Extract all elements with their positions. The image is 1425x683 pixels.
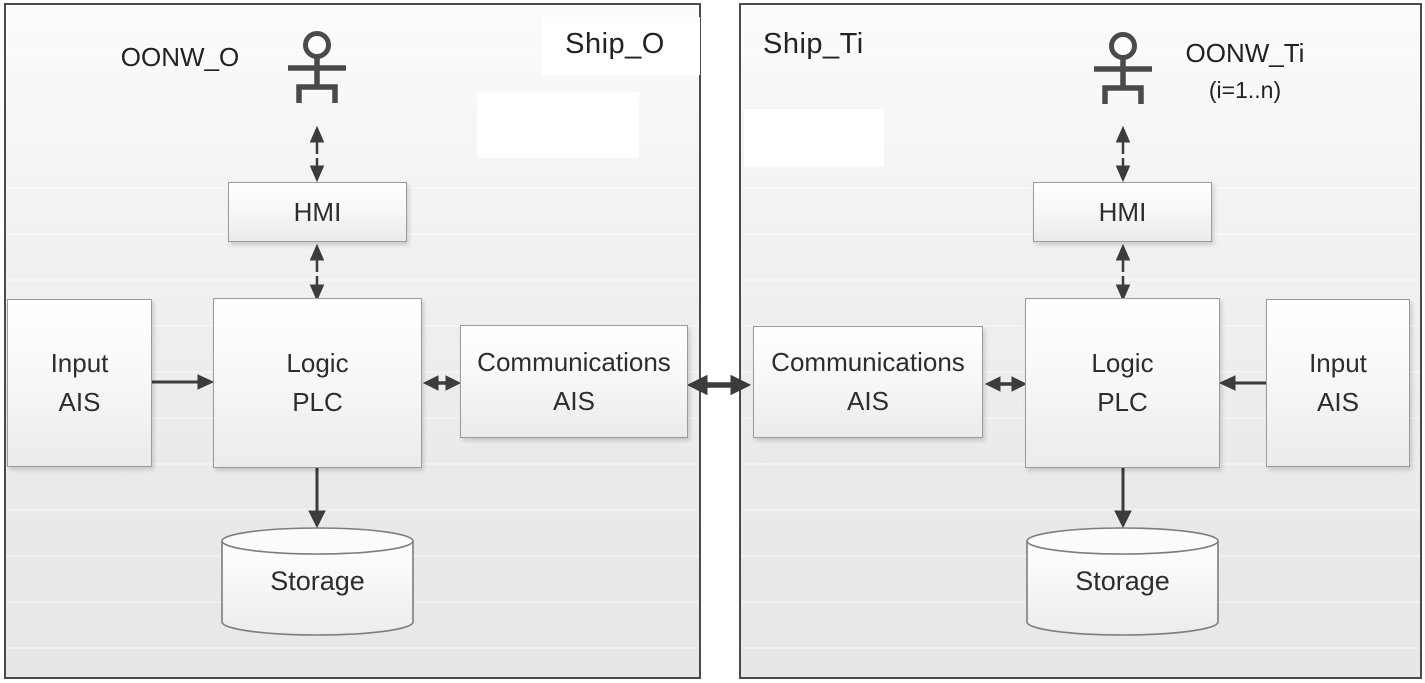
input-ais-box-left: Input AIS	[7, 299, 152, 467]
logic-plc-box-right: Logic PLC	[1025, 298, 1220, 468]
input-ais-line1: Input	[1309, 348, 1367, 378]
logic-plc-box-left: Logic PLC	[213, 298, 422, 468]
communications-ais-box-left: Communications AIS	[460, 325, 688, 438]
hmi-label: HMI	[293, 196, 342, 227]
white-patch	[744, 109, 884, 167]
storage-label-right: Storage	[1075, 566, 1170, 596]
hmi-label: HMI	[1098, 196, 1147, 227]
white-patch	[477, 92, 639, 158]
panel-title-ship-o: Ship_O	[565, 28, 665, 60]
communications-line1: Communications	[477, 346, 671, 377]
input-ais-line1: Input	[50, 348, 109, 378]
logic-plc-line1: Logic	[1091, 348, 1154, 378]
hmi-box-left: HMI	[228, 182, 407, 242]
communications-line1: Communications	[771, 347, 965, 377]
logic-plc-line2: PLC	[292, 387, 343, 417]
actor-label-oonw-ti: OONW_Ti	[1185, 38, 1305, 68]
input-ais-line2: AIS	[58, 387, 101, 417]
white-patch	[542, 17, 700, 75]
input-ais-box-right: Input AIS	[1266, 299, 1410, 467]
actor-sublabel-oonw-ti: (i=1..n)	[1208, 77, 1282, 103]
communications-line2: AIS	[847, 386, 889, 416]
logic-plc-line2: PLC	[1097, 387, 1148, 417]
logic-plc-line1: Logic	[286, 348, 349, 378]
input-ais-line2: AIS	[1317, 387, 1359, 417]
storage-label-left: Storage	[270, 566, 365, 596]
communications-line2: AIS	[553, 385, 595, 416]
actor-label-oonw-o: OONW_O	[120, 42, 240, 72]
panel-title-ship-ti: Ship_Ti	[763, 28, 864, 60]
communications-ais-box-right: Communications AIS	[753, 326, 983, 438]
hmi-box-right: HMI	[1033, 182, 1212, 242]
